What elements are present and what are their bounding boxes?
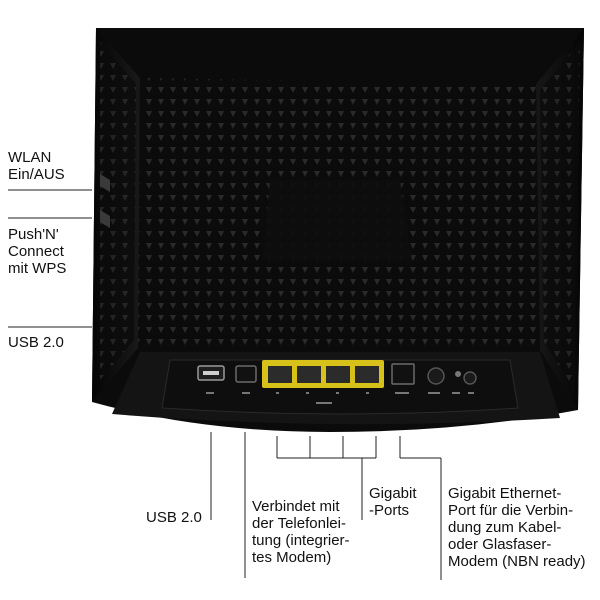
- label-wlan-switch: WLAN Ein/AUS: [8, 149, 65, 183]
- label-push-n-connect: Push'N' Connect mit WPS: [8, 226, 67, 277]
- wlan-button: [100, 174, 110, 192]
- label-usb-side: USB 2.0: [8, 334, 64, 351]
- label-usb-rear: USB 2.0: [146, 509, 202, 526]
- lan-port-3: [326, 366, 350, 383]
- port-microlabels: [206, 392, 474, 404]
- lan-port-block: [262, 360, 384, 388]
- power-jack: [463, 371, 477, 385]
- lan-port-4: [355, 366, 379, 383]
- power-switch: [427, 367, 445, 385]
- reset-button: [455, 371, 461, 377]
- wps-button: [100, 210, 110, 228]
- wan-port: [391, 363, 415, 385]
- lan-port-1: [268, 366, 292, 383]
- label-gigabit-ports: Gigabit -Ports: [369, 485, 417, 519]
- leader-wan: [399, 436, 442, 580]
- label-phone-line: Verbindet mit der Telefonlei- tung (inte…: [252, 498, 350, 566]
- phone-port: [235, 365, 257, 383]
- label-wan-port: Gigabit Ethernet- Port für die Verbin- d…: [448, 485, 586, 570]
- leader-lan: [276, 436, 377, 520]
- lan-port-2: [297, 366, 321, 383]
